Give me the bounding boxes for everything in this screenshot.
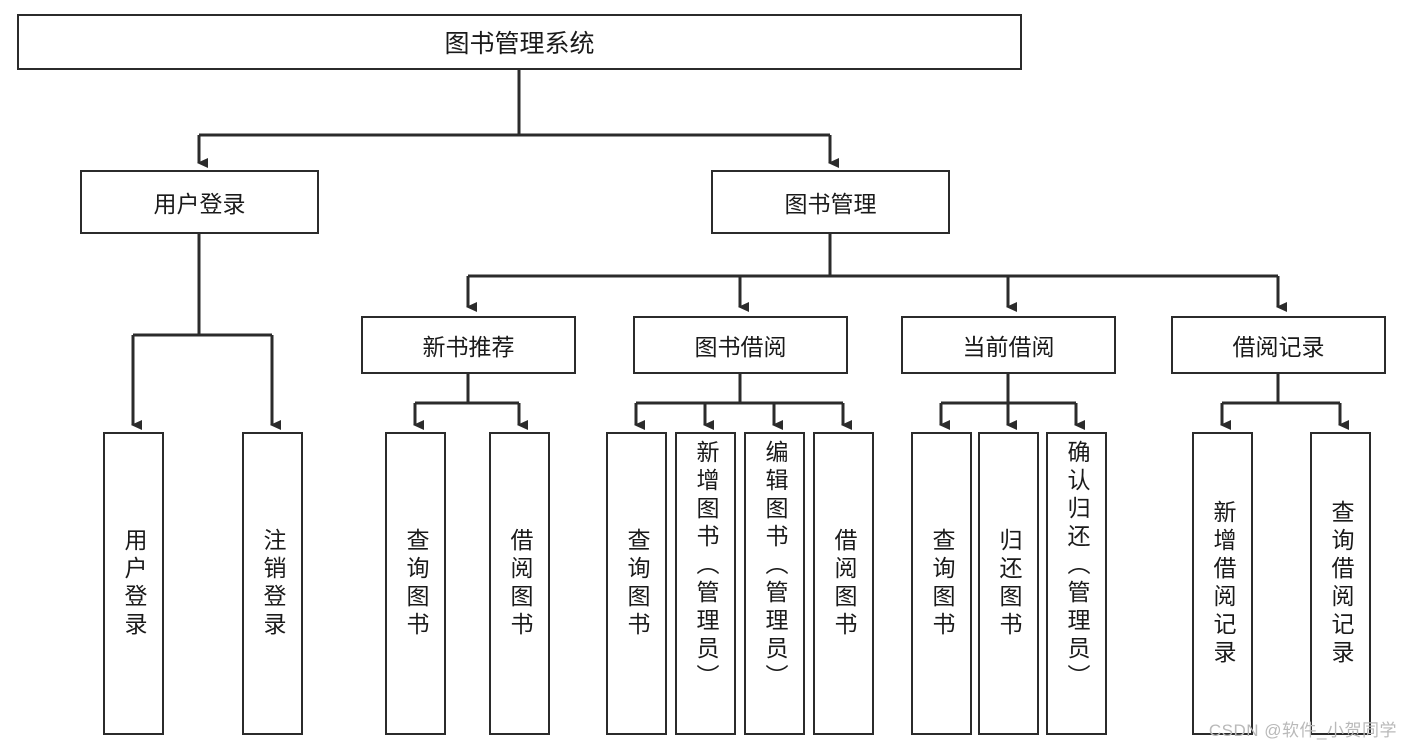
node-leaf-query-book-current[interactable]: 查询图书 <box>911 432 972 735</box>
node-leaf-add-borrow-record[interactable]: 新增借阅记录 <box>1192 432 1253 735</box>
node-new-book-recommend[interactable]: 新书推荐 <box>361 316 576 374</box>
node-leaf-query-book-recommend[interactable]: 查询图书 <box>385 432 446 735</box>
node-label: 借阅图书 <box>507 527 533 640</box>
node-current-borrow[interactable]: 当前借阅 <box>901 316 1116 374</box>
node-leaf-confirm-return-admin[interactable]: 确认归还（管理员） <box>1046 432 1107 735</box>
node-label: 归还图书 <box>996 527 1022 640</box>
node-label: 用户登录 <box>153 191 246 217</box>
node-book-borrow[interactable]: 图书借阅 <box>633 316 848 374</box>
node-book-management[interactable]: 图书管理 <box>711 170 950 234</box>
node-leaf-logout-login[interactable]: 注销登录 <box>242 432 303 735</box>
node-leaf-query-book-borrow[interactable]: 查询图书 <box>606 432 667 735</box>
node-label: 查询借阅记录 <box>1328 499 1354 668</box>
node-label: 当前借阅 <box>962 334 1055 360</box>
node-label: 编辑图书（管理员） <box>762 440 788 692</box>
node-label: 用户登录 <box>121 527 147 640</box>
node-label: 借阅图书 <box>831 527 857 640</box>
node-label: 查询图书 <box>929 527 955 640</box>
node-user-login[interactable]: 用户登录 <box>80 170 319 234</box>
node-leaf-borrow-book-borrow[interactable]: 借阅图书 <box>813 432 874 735</box>
node-label: 图书管理 <box>784 191 877 217</box>
node-leaf-edit-book-admin[interactable]: 编辑图书（管理员） <box>744 432 805 735</box>
csdn-watermark: CSDN @软件_小贺同学 <box>1208 721 1397 740</box>
node-leaf-user-login[interactable]: 用户登录 <box>103 432 164 735</box>
node-leaf-return-book[interactable]: 归还图书 <box>978 432 1039 735</box>
node-leaf-query-borrow-record[interactable]: 查询借阅记录 <box>1310 432 1371 735</box>
node-root-book-management-system[interactable]: 图书管理系统 <box>17 14 1022 70</box>
node-label: 图书借阅 <box>694 334 787 360</box>
node-leaf-add-book-admin[interactable]: 新增图书（管理员） <box>675 432 736 735</box>
node-label: 查询图书 <box>624 527 650 640</box>
node-label: 借阅记录 <box>1232 334 1325 360</box>
node-leaf-borrow-book-recommend[interactable]: 借阅图书 <box>489 432 550 735</box>
node-label: 新增借阅记录 <box>1210 499 1236 668</box>
node-label: 注销登录 <box>260 527 286 640</box>
node-label: 图书管理系统 <box>444 30 595 58</box>
node-label: 查询图书 <box>403 527 429 640</box>
node-label: 确认归还（管理员） <box>1064 440 1090 692</box>
node-label: 新书推荐 <box>422 334 515 360</box>
node-borrow-record[interactable]: 借阅记录 <box>1171 316 1386 374</box>
node-label: 新增图书（管理员） <box>693 440 719 692</box>
